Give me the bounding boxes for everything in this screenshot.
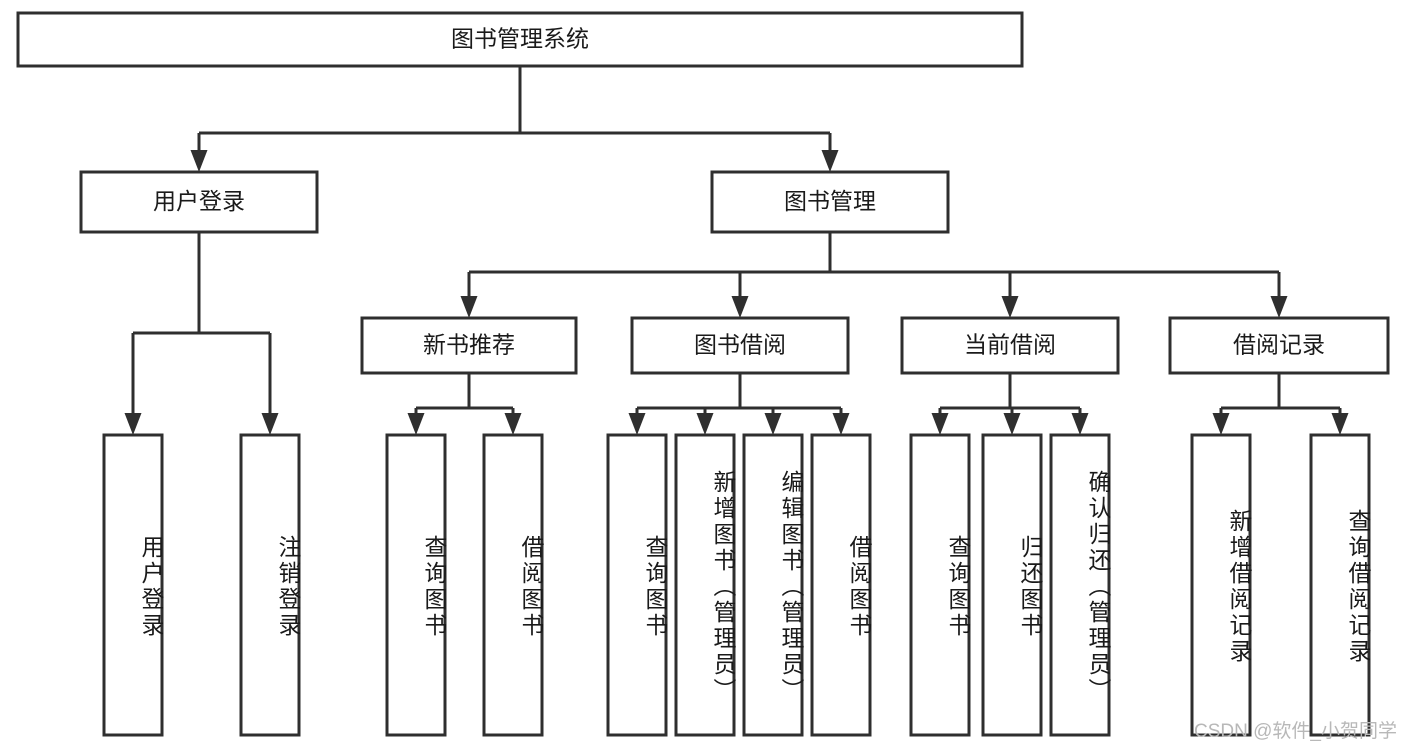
node-level3-2[interactable] (900, 316, 1120, 375)
node-leaf-10[interactable] (1049, 433, 1111, 737)
root-to-level2-branch-0-head (190, 150, 208, 172)
new-book-to-leaves-branch-0-head (407, 413, 425, 435)
user-login-to-leaves-branch-0-head (124, 413, 142, 435)
book-borrow-to-leaves-branch-2-head (764, 413, 782, 435)
borrow-record-to-leaves-branch-1-head (1331, 413, 1349, 435)
node-leaf-1[interactable] (239, 433, 301, 737)
node-leaf-5[interactable] (674, 433, 736, 737)
node-level2-1[interactable] (710, 170, 950, 234)
book-borrow-to-leaves-branch-0-head (628, 413, 646, 435)
root-to-level2-branch-1-head (821, 150, 839, 172)
book-borrow-to-leaves-branch-3-head (832, 413, 850, 435)
user-login-to-leaves-branch-1-head (261, 413, 279, 435)
book-mgmt-to-level3-branch-0-head (460, 296, 478, 318)
node-leaf-12[interactable] (1309, 433, 1371, 737)
current-borrow-to-leaves-branch-2-head (1071, 413, 1089, 435)
node-level3-2-label: 当前借阅 (964, 332, 1056, 358)
current-borrow-to-leaves-branch-1-head (1003, 413, 1021, 435)
node-level3-3-label: 借阅记录 (1233, 332, 1325, 358)
book-mgmt-to-level3-branch-1-head (731, 296, 749, 318)
node-level2-1-label: 图书管理 (784, 188, 876, 214)
node-leaf-6[interactable] (742, 433, 804, 737)
node-root-system-label: 图书管理系统 (451, 26, 589, 52)
node-root-system[interactable] (16, 11, 1024, 68)
node-leaf-7[interactable] (810, 433, 872, 737)
borrow-record-to-leaves-branch-0-head (1212, 413, 1230, 435)
book-mgmt-to-level3-branch-2-head (1001, 296, 1019, 318)
node-level3-0-label: 新书推荐 (423, 332, 515, 358)
node-leaf-8[interactable] (909, 433, 971, 737)
node-leaf-2[interactable] (385, 433, 447, 737)
current-borrow-to-leaves-branch-0-head (931, 413, 949, 435)
node-level3-1[interactable] (630, 316, 850, 375)
watermark-text: CSDN @软件_小贺同学 (1194, 721, 1397, 742)
node-leaf-3[interactable] (482, 433, 544, 737)
node-leaf-11[interactable] (1190, 433, 1252, 737)
book-borrow-to-leaves-branch-1-head (696, 413, 714, 435)
node-leaf-4[interactable] (606, 433, 668, 737)
node-box-layer (16, 11, 1390, 737)
book-mgmt-to-level3-branch-3-head (1270, 296, 1288, 318)
node-level3-0[interactable] (360, 316, 578, 375)
node-level3-3[interactable] (1168, 316, 1390, 375)
node-leaf-9[interactable] (981, 433, 1043, 737)
node-level2-0[interactable] (79, 170, 319, 234)
node-leaf-0[interactable] (102, 433, 164, 737)
connector-layer (124, 66, 1349, 435)
node-level2-0-label: 用户登录 (153, 188, 245, 214)
node-level3-1-label: 图书借阅 (694, 332, 786, 358)
new-book-to-leaves-branch-1-head (504, 413, 522, 435)
